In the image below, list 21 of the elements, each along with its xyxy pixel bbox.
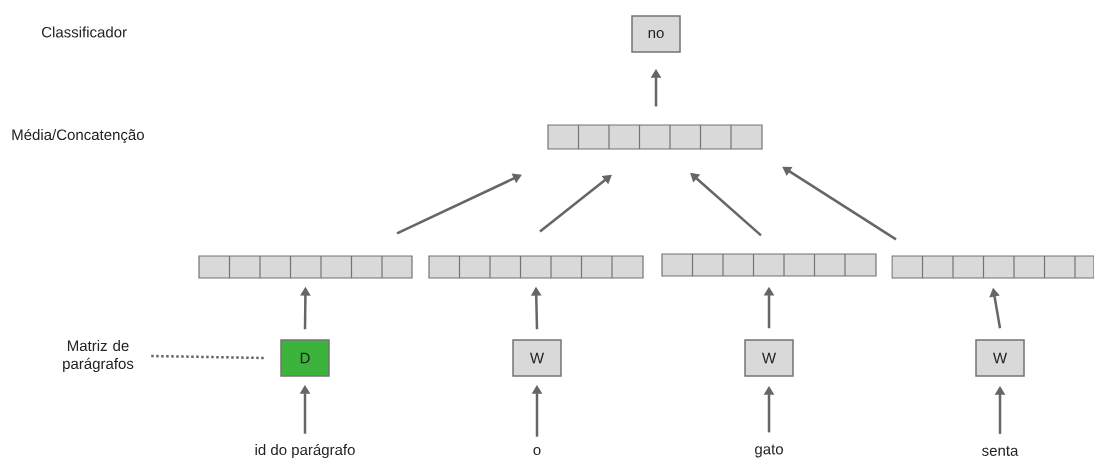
arrow xyxy=(396,173,522,235)
vector-bar xyxy=(547,124,763,150)
vector-bar xyxy=(661,253,877,277)
embedding-box: no xyxy=(631,15,681,53)
embedding-box: W xyxy=(744,339,794,377)
embedding-box: W xyxy=(512,339,562,377)
layer-label: Média/Concatenção xyxy=(12,128,144,144)
word-label: gato xyxy=(755,444,783,458)
arrow xyxy=(539,174,612,233)
word-label: id do parágrafo xyxy=(255,443,355,459)
vector-bar xyxy=(198,255,413,279)
layer-label: Classificador xyxy=(41,26,127,38)
arrow xyxy=(782,166,897,241)
embedding-box: D xyxy=(280,339,330,377)
word-label: senta xyxy=(982,446,1019,456)
row-label: Matriz de parágrafos xyxy=(63,340,134,372)
vector-bar xyxy=(428,255,644,279)
dotted-line xyxy=(151,354,266,360)
vector-bar xyxy=(891,255,1094,279)
word-label: o xyxy=(533,446,541,456)
embedding-box: W xyxy=(975,339,1025,377)
